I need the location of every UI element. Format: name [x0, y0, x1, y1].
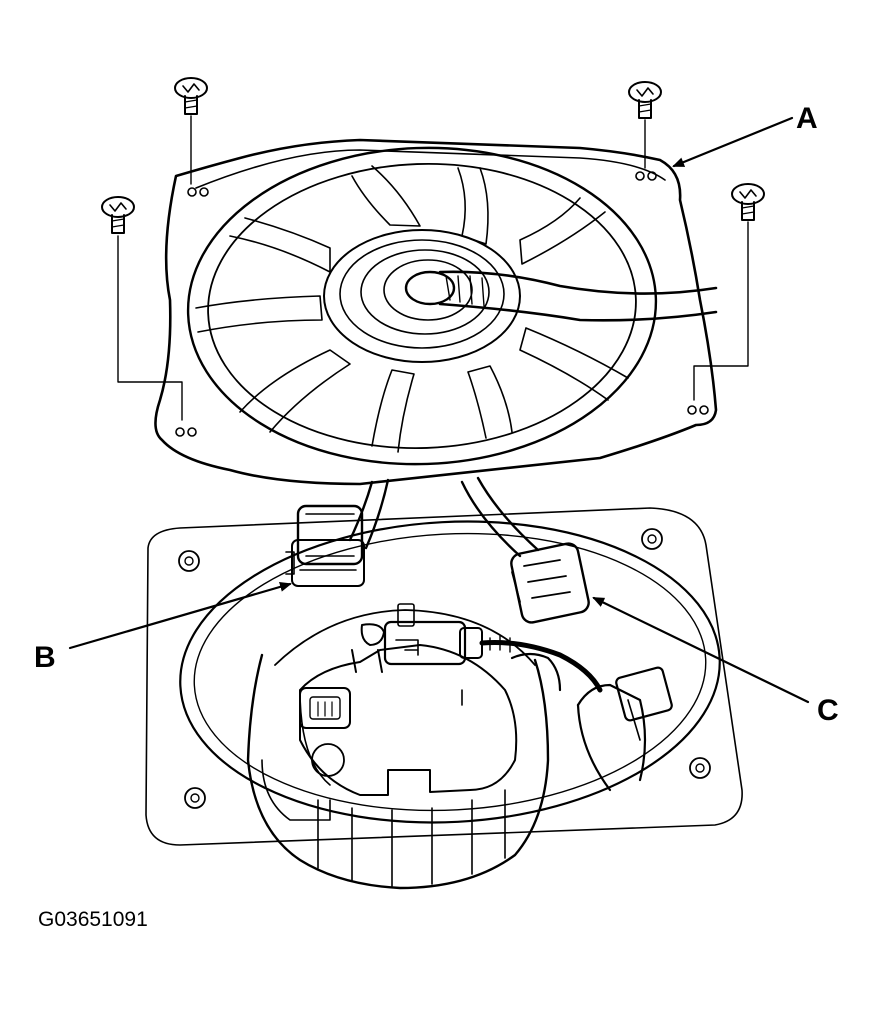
- cap-connector: [299, 687, 351, 729]
- fuel-pump-module: [246, 603, 673, 890]
- plate-stud-top-left: [178, 550, 200, 572]
- fuel-line-fitting: [383, 603, 603, 693]
- plate-stud-top-right: [641, 528, 663, 550]
- plate-stud-bottom-right: [689, 757, 711, 779]
- callout-leaders: [68, 116, 810, 704]
- connector-c: [510, 542, 590, 624]
- cover-vanes: [195, 165, 629, 453]
- figure-id: G03651091: [38, 908, 148, 931]
- access-cover: [154, 138, 718, 558]
- side-connector: [615, 666, 673, 741]
- alignment-lines: [117, 115, 749, 421]
- screw-1: [174, 77, 208, 115]
- screw-3: [101, 196, 135, 234]
- callout-label-b: B: [34, 641, 56, 674]
- callout-label-a: A: [796, 102, 818, 135]
- mounting-plate: [145, 507, 743, 846]
- plate-stud-bottom-left: [184, 787, 206, 809]
- screw-2: [628, 81, 662, 119]
- cover-holes: [175, 171, 709, 437]
- callout-label-c: C: [817, 694, 839, 727]
- connector-b: [285, 504, 365, 587]
- screw-4: [731, 183, 765, 221]
